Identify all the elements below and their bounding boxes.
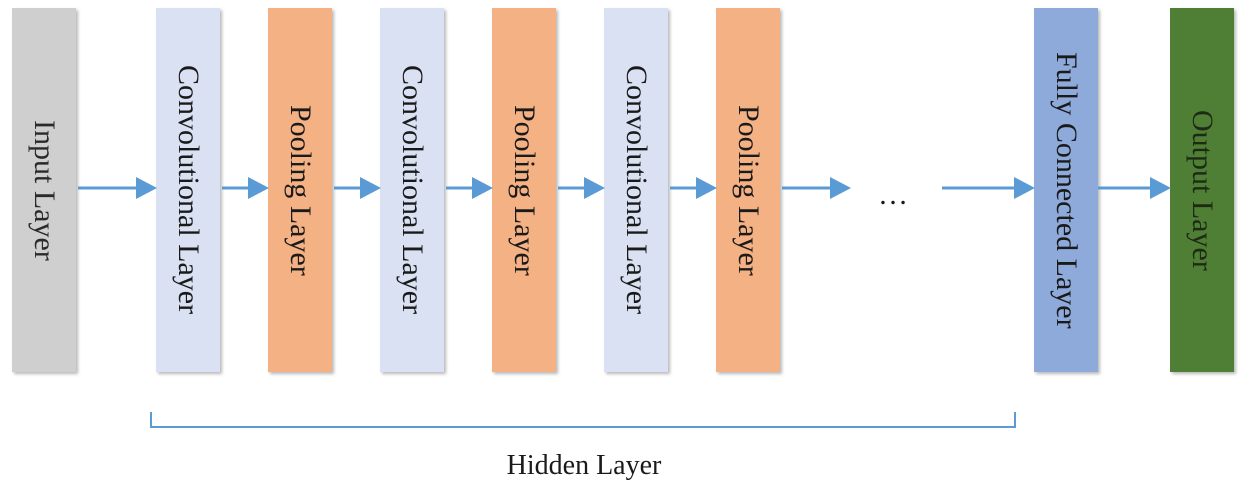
arrow-input-to-conv1 [78, 177, 157, 199]
convolutional-layer-1-label: Convolutional Layer [172, 65, 205, 315]
pooling-layer-3-box: Pooling Layer [716, 8, 780, 372]
arrow-pool3-to-ellipsis [782, 177, 851, 199]
convolutional-layer-1-box: Convolutional Layer [156, 8, 220, 372]
input-layer-label: Input Layer [28, 119, 61, 261]
fully-connected-layer-label: Fully Connected Layer [1050, 51, 1083, 329]
arrow-ellipsis-to-fc [942, 177, 1035, 199]
pooling-layer-1-label: Pooling Layer [284, 104, 317, 276]
fully-connected-layer-box: Fully Connected Layer [1034, 8, 1098, 372]
pooling-layer-1-box: Pooling Layer [268, 8, 332, 372]
pooling-layer-2-label: Pooling Layer [508, 104, 541, 276]
arrow-pool2-to-conv3 [558, 177, 605, 199]
convolutional-layer-3-box: Convolutional Layer [604, 8, 668, 372]
pooling-layer-2-box: Pooling Layer [492, 8, 556, 372]
arrow-pool1-to-conv2 [334, 177, 381, 199]
pooling-layer-3-label: Pooling Layer [732, 104, 765, 276]
convolutional-layer-2-label: Convolutional Layer [396, 65, 429, 315]
arrow-conv2-to-pool2 [446, 177, 493, 199]
convolutional-layer-2-box: Convolutional Layer [380, 8, 444, 372]
hidden-layer-label: Hidden Layer [506, 450, 662, 481]
output-layer-label: Output Layer [1186, 109, 1219, 271]
convolutional-layer-3-label: Convolutional Layer [620, 65, 653, 315]
continuation-ellipsis: … [878, 178, 909, 211]
input-layer-box: Input Layer [12, 8, 76, 372]
hidden-layer-bracket [150, 412, 1016, 428]
arrow-conv1-to-pool1 [222, 177, 269, 199]
output-layer-box: Output Layer [1170, 8, 1234, 372]
arrow-fc-to-output [1098, 177, 1171, 199]
arrow-conv3-to-pool3 [670, 177, 717, 199]
